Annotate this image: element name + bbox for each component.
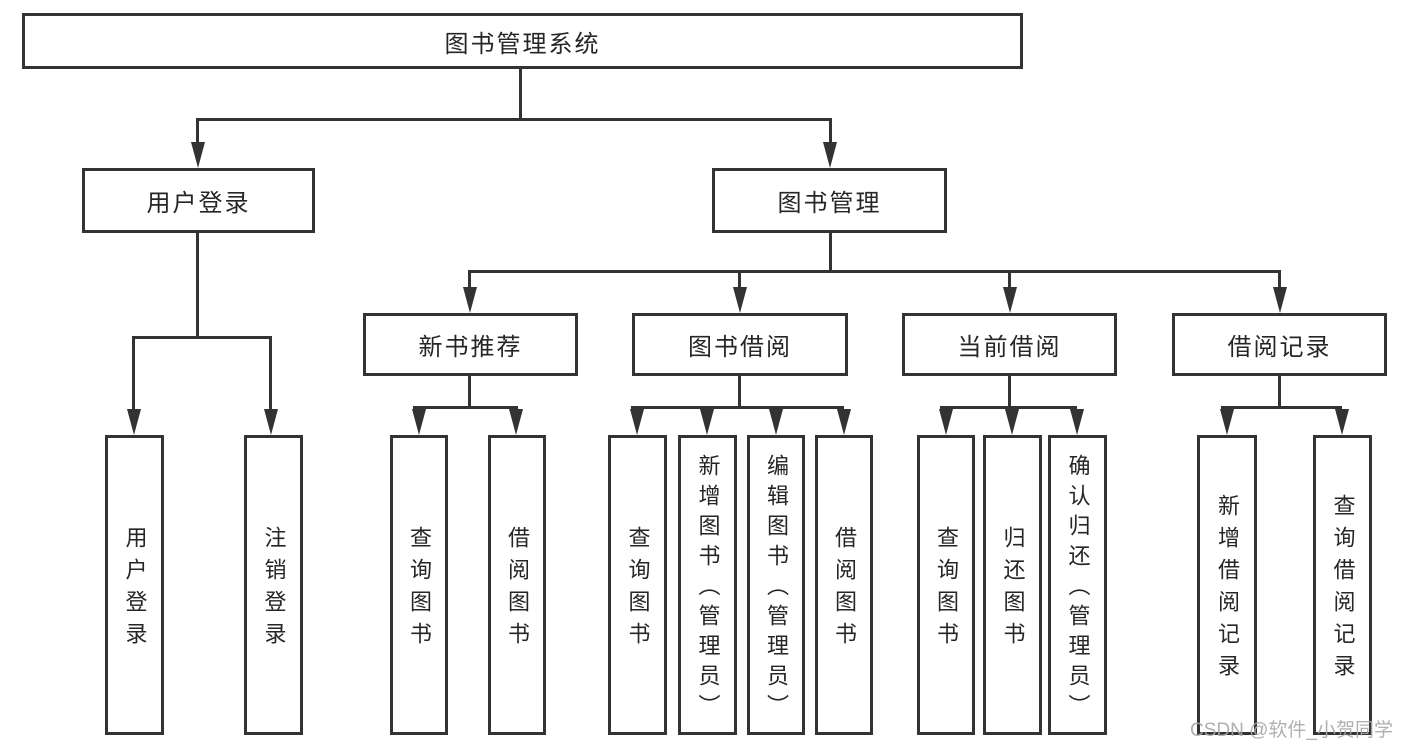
node-label: 确认归还（管理员） [1065,454,1091,724]
node-book-management-system: 图书管理系统 [22,13,1023,69]
node-book-management: 图书管理 [712,168,947,233]
arrow-down-icon [412,409,426,435]
leaf-edit-book-admin: 编辑图书（管理员） [747,435,805,735]
node-new-book-recommendation: 新书推荐 [363,313,578,376]
connector-line [1278,273,1281,288]
connector-line [631,406,844,409]
connector-line [1278,374,1281,407]
connector-line [519,67,522,121]
leaf-confirm-return-admin: 确认归还（管理员） [1048,435,1107,735]
connector-line [196,118,832,121]
arrow-down-icon [733,287,747,313]
connector-line [738,374,741,407]
leaf-logout: 注销登录 [244,435,303,735]
arrow-down-icon [264,409,278,435]
arrow-down-icon [700,409,714,435]
node-label: 图书管理系统 [444,30,601,58]
connector-line [468,374,471,407]
connector-line [738,273,741,288]
arrow-down-icon [191,142,205,168]
arrow-down-icon [463,287,477,313]
node-label: 用户登录 [122,526,148,654]
node-label: 新增图书（管理员） [695,454,721,724]
connector-line [468,270,1281,273]
arrow-down-icon [630,409,644,435]
watermark: CSDN @软件_小贺同学 [1190,720,1393,741]
connector-line [468,273,471,288]
arrow-down-icon [1070,409,1084,435]
connector-line [940,406,1077,409]
connector-line [1008,374,1011,407]
arrow-down-icon [509,409,523,435]
arrow-down-icon [1220,409,1234,435]
node-label: 查询图书 [407,526,432,654]
node-borrowing-records: 借阅记录 [1172,313,1387,376]
leaf-add-book-admin: 新增图书（管理员） [678,435,737,735]
arrow-down-icon [127,409,141,435]
arrow-down-icon [1335,409,1349,435]
arrow-down-icon [823,142,837,168]
node-label: 借阅图书 [505,526,530,654]
node-label: 查询图书 [934,526,959,654]
node-user-login: 用户登录 [82,168,315,233]
node-label: 归还图书 [1000,526,1026,654]
node-label: 借阅图书 [832,526,857,654]
node-label: 查询借阅记录 [1330,494,1356,686]
leaf-add-borrow-record: 新增借阅记录 [1197,435,1257,735]
leaf-query-books-recommend: 查询图书 [390,435,448,735]
connector-line [196,231,199,339]
leaf-user-login: 用户登录 [105,435,164,735]
connector-line [829,231,832,273]
connector-line [132,339,135,410]
leaf-borrow-books-recommend: 借阅图书 [488,435,546,735]
connector-line [196,121,199,143]
leaf-query-books-borrowing: 查询图书 [608,435,667,735]
node-label: 图书管理 [777,190,882,217]
connector-line [1008,273,1011,288]
node-label: 注销登录 [261,526,287,654]
node-label: 查询图书 [625,526,651,654]
node-label: 图书借阅 [688,334,792,361]
connector-line [413,406,518,409]
node-label: 新书推荐 [418,334,523,361]
node-label: 借阅记录 [1227,334,1332,361]
arrow-down-icon [939,409,953,435]
node-label: 新增借阅记录 [1215,494,1240,686]
leaf-borrow-books-borrowing: 借阅图书 [815,435,873,735]
node-label: 当前借阅 [957,334,1062,361]
arrow-down-icon [1003,287,1017,313]
node-label: 用户登录 [146,190,251,217]
node-book-borrowing: 图书借阅 [632,313,848,376]
connector-line [1221,406,1342,409]
node-current-borrowing: 当前借阅 [902,313,1117,376]
leaf-return-book: 归还图书 [983,435,1042,735]
connector-line [269,339,272,410]
leaf-query-books-current: 查询图书 [917,435,975,735]
connector-line [829,121,832,143]
connector-line [132,336,272,339]
arrow-down-icon [769,409,783,435]
arrow-down-icon [1005,409,1019,435]
arrow-down-icon [837,409,851,435]
leaf-query-borrow-record: 查询借阅记录 [1313,435,1372,735]
node-label: 编辑图书（管理员） [764,454,789,724]
arrow-down-icon [1273,287,1287,313]
